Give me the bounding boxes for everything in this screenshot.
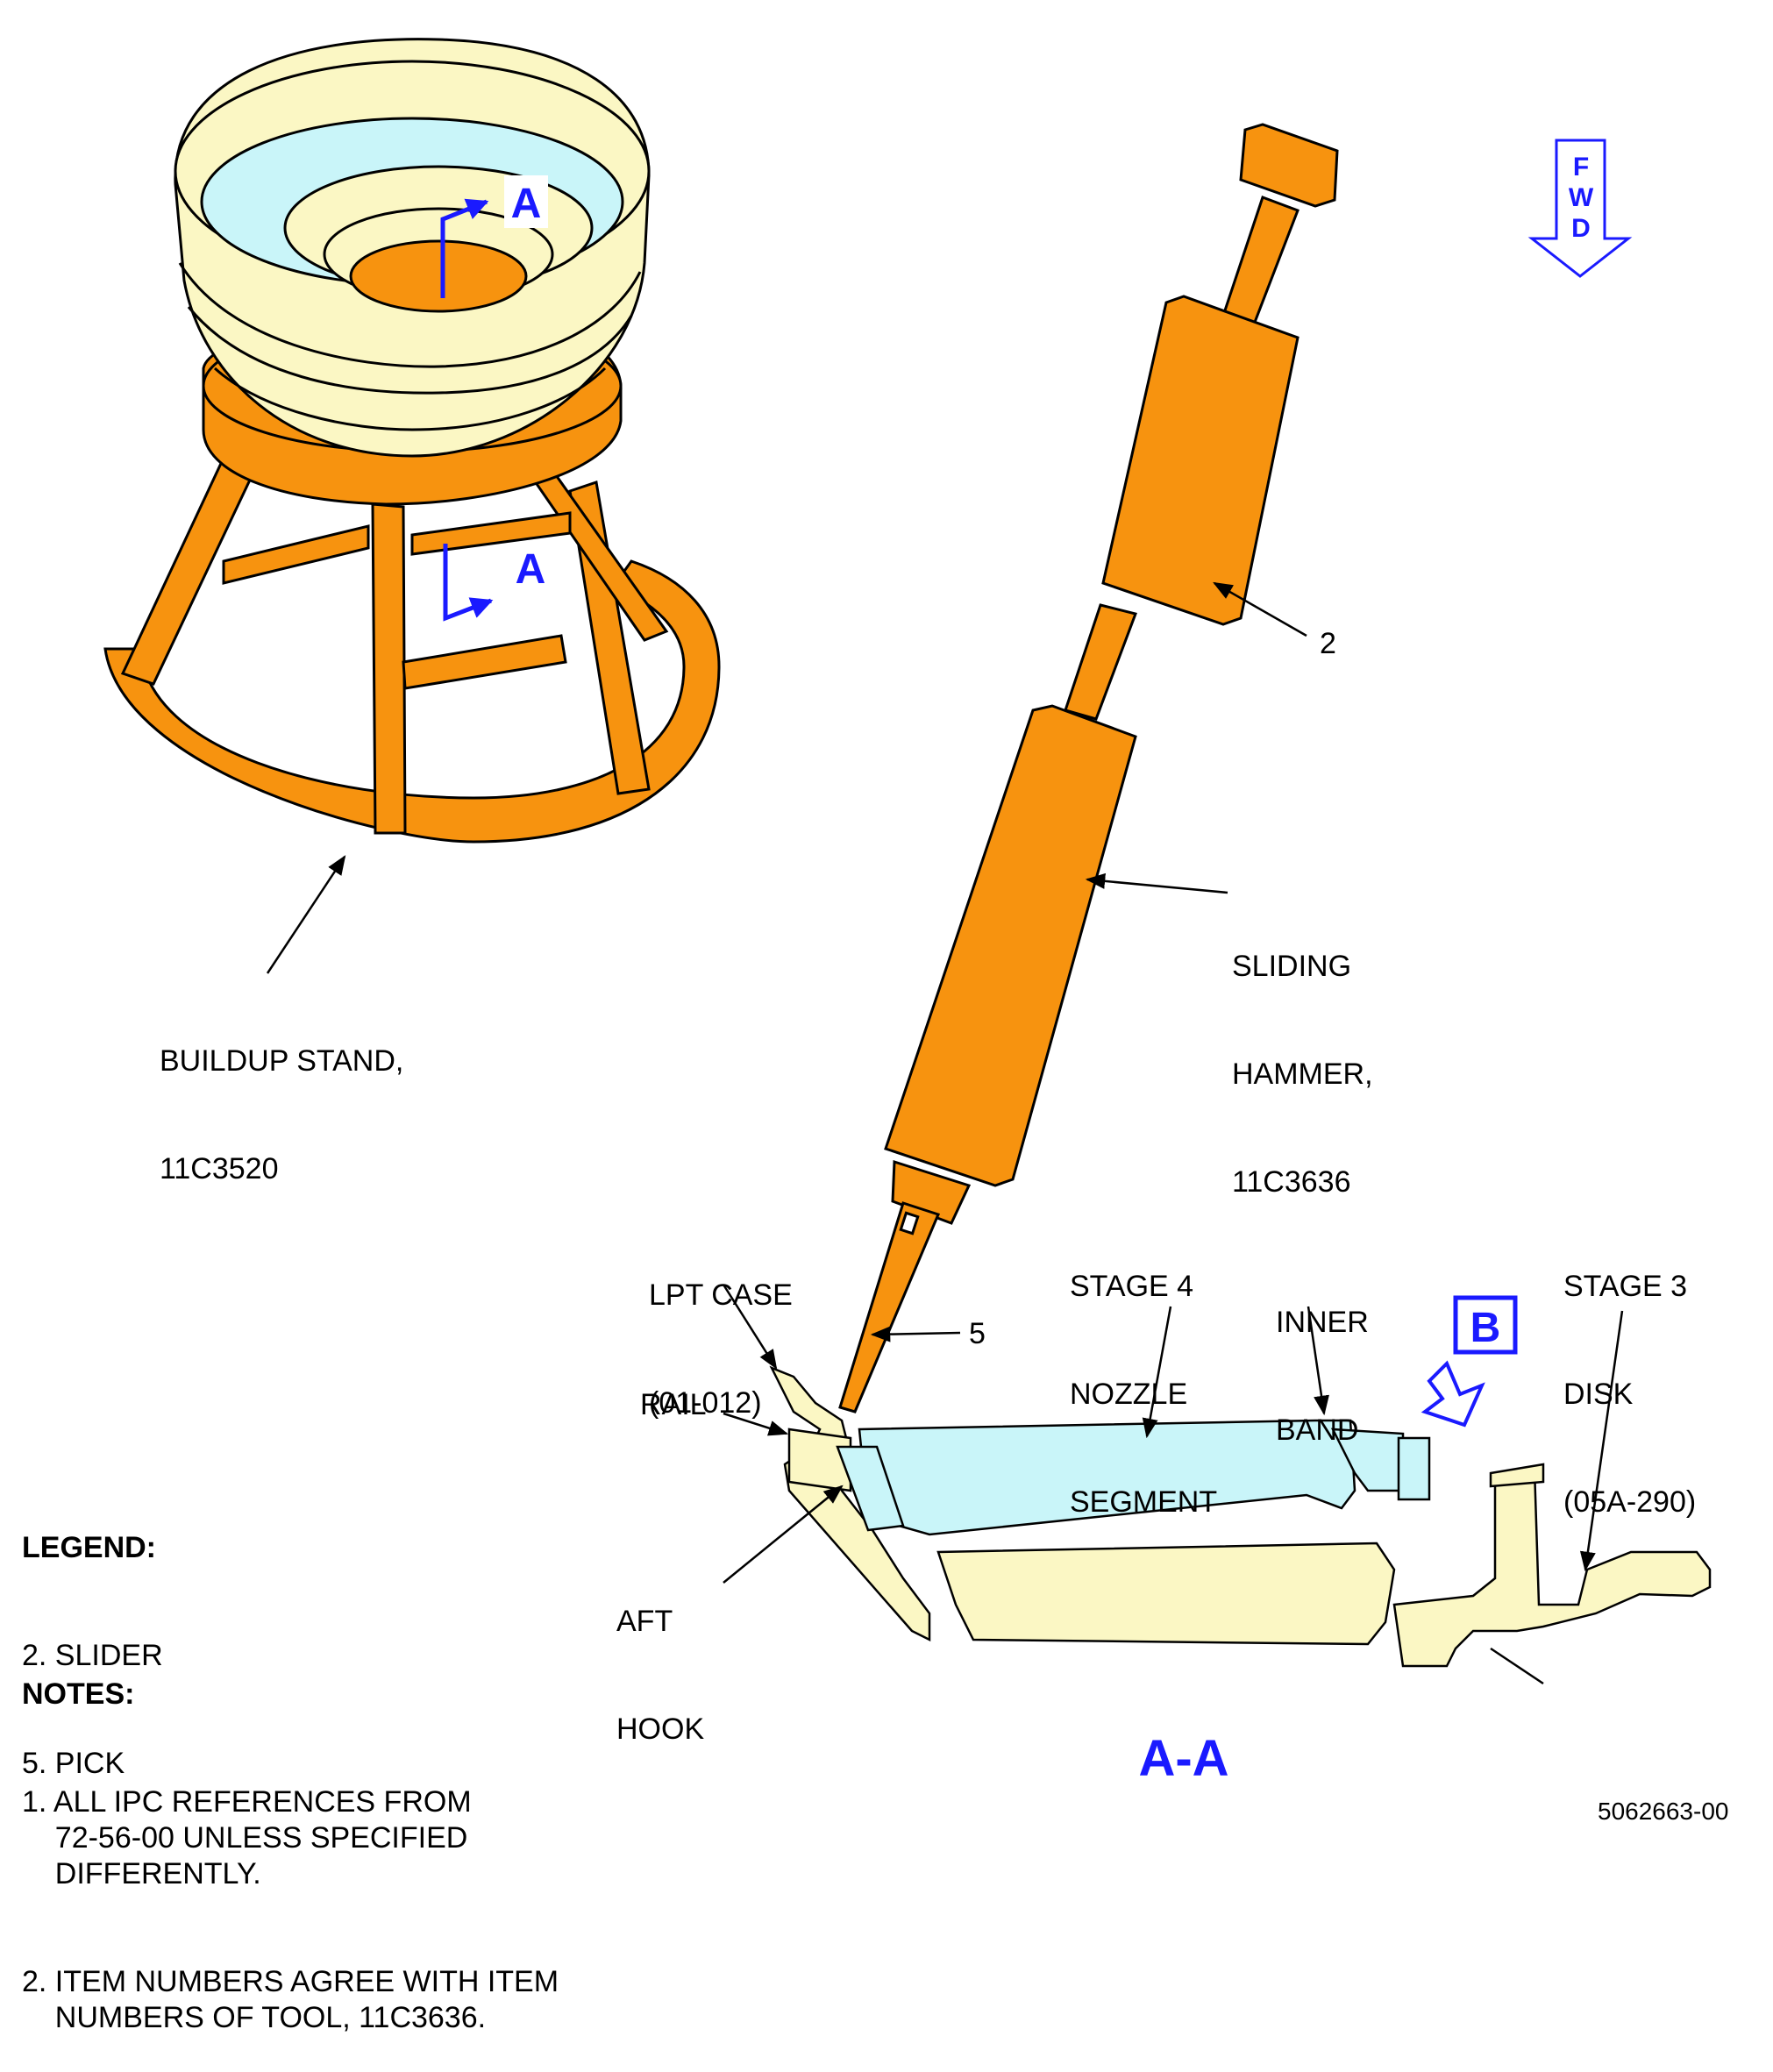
inner-band-label: INNER BAND [1276, 1306, 1369, 1447]
callout-slider-number: 2 [1320, 627, 1336, 660]
rail-label: RAIL [640, 1388, 707, 1421]
sliding-hammer-label: SLIDING HAMMER, 11C3636 [1232, 950, 1373, 1199]
sliding-hammer [838, 123, 1339, 1413]
svg-text:D: D [1571, 214, 1591, 243]
stage3-disk-label: STAGE 3 DISK (05A-290) [1563, 1270, 1697, 1519]
view-b-marker: B [1421, 1295, 1518, 1428]
svg-text:B: B [1470, 1305, 1501, 1351]
section-a-marker-bottom: A [443, 544, 552, 622]
svg-text:W: W [1569, 183, 1594, 212]
svg-text:A: A [511, 181, 542, 227]
stage4-nozzle-label: STAGE 4 NOZZLE SEGMENT [1070, 1270, 1218, 1519]
section-title: A-A [1138, 1730, 1228, 1787]
notes-title: NOTES: [22, 1677, 135, 1711]
note-item: 2. ITEM NUMBERS AGREE WITH ITEM NUMBERS … [22, 1965, 559, 2034]
note-item: 1. ALL IPC REFERENCES FROM 72-56-00 UNLE… [22, 1785, 472, 1890]
legend: LEGEND: 2. SLIDER 5. PICK [22, 1458, 163, 1818]
aft-hook-label: AFT HOOK [616, 1605, 705, 1746]
buildup-stand-label: BUILDUP STAND, 11C3520 [160, 1044, 404, 1186]
legend-item: 5. PICK [22, 1747, 125, 1780]
section-aa-drawing [769, 1365, 1712, 1685]
fwd-arrow-icon: F W D [1527, 139, 1633, 278]
leader-lines [266, 581, 1624, 1584]
illustration-canvas: A A [103, 38, 1712, 1787]
svg-text:A: A [516, 546, 546, 593]
legend-title: LEGEND: [22, 1531, 156, 1564]
figure-id: 5062663-00 [1598, 1798, 1729, 1825]
section-a-marker-top: A [440, 175, 548, 298]
lpt-case-bowl [174, 38, 651, 458]
svg-text:F: F [1573, 153, 1589, 182]
lpt-case-label: LPT CASE (01-012) [649, 1278, 793, 1420]
callout-pick-number: 5 [969, 1317, 986, 1350]
notes: NOTES: 1. ALL IPC REFERENCES FROM 72-56-… [22, 1605, 559, 2072]
legend-item: 2. SLIDER [22, 1639, 163, 1672]
